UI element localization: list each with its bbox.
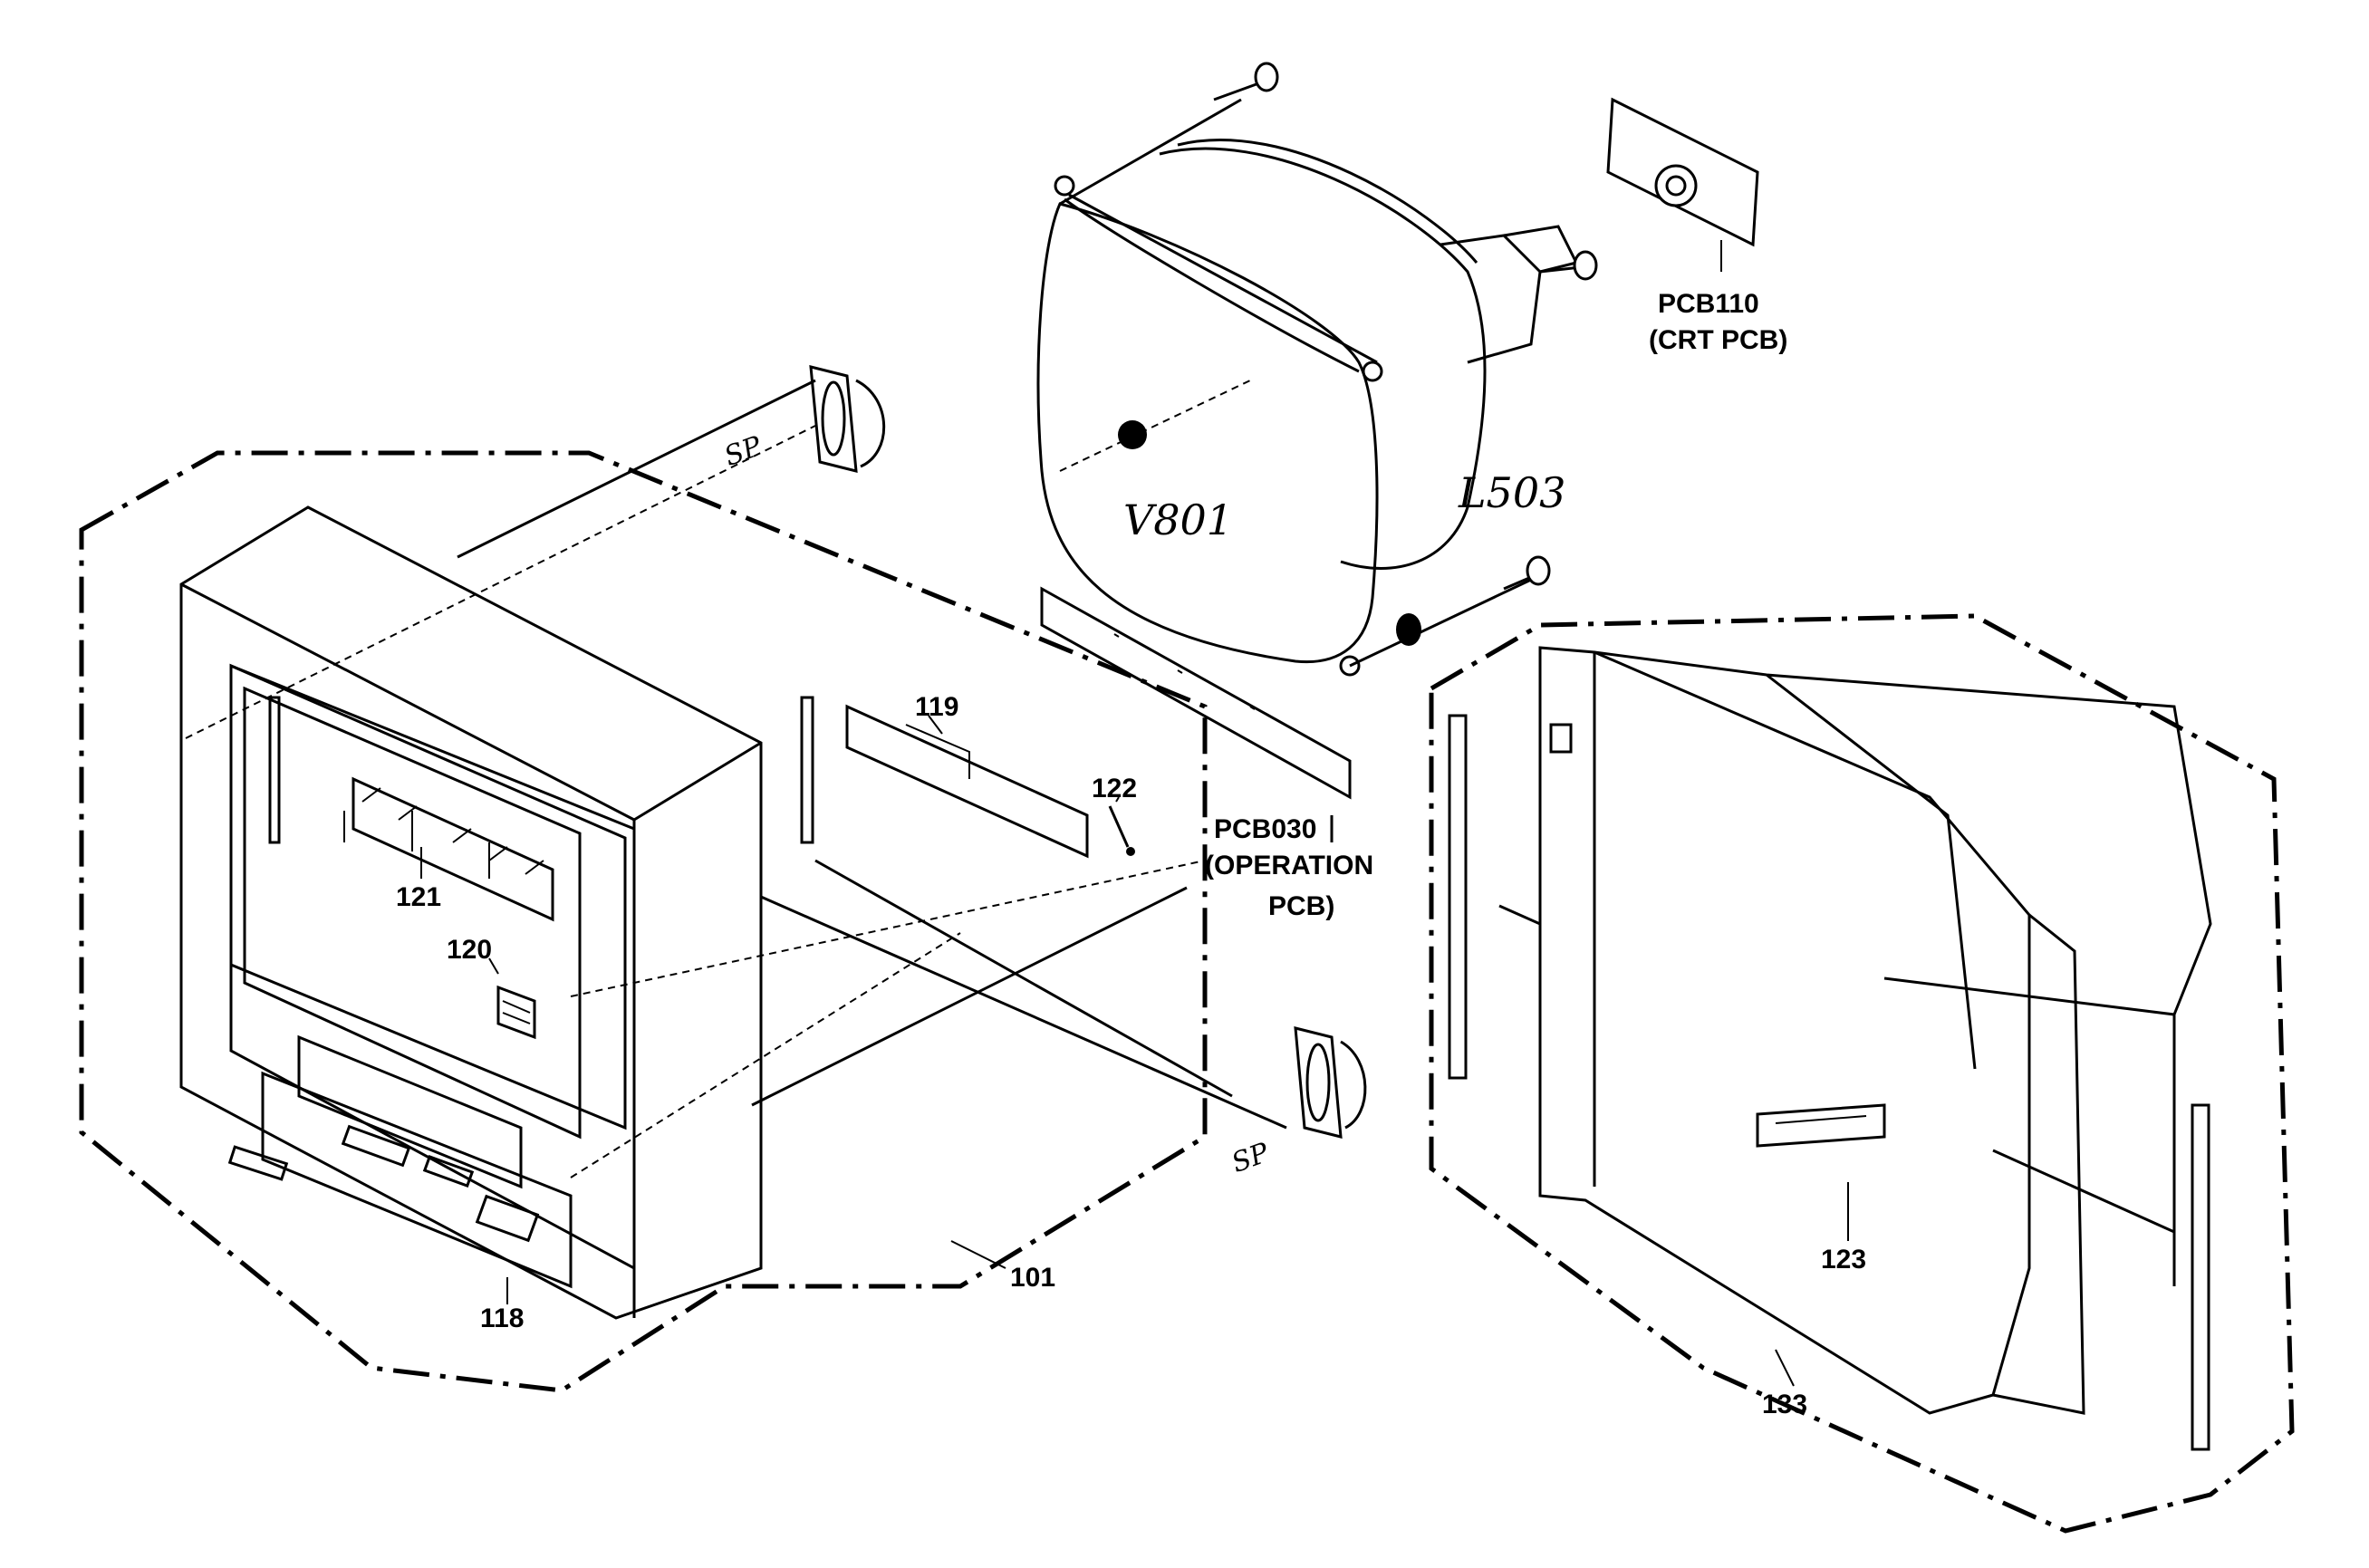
part-121-bracket (343, 776, 554, 922)
speaker-top (809, 365, 886, 473)
label-l503: L503 (1458, 468, 1565, 517)
crt-pcb-board (1606, 97, 1759, 272)
speaker-bottom (1294, 1026, 1367, 1139)
label-v801: V801 (1123, 495, 1233, 544)
label-101: 101 (1010, 1263, 1055, 1293)
front-cabinet (179, 505, 763, 1320)
label-121: 121 (396, 882, 441, 912)
label-pcb030: PCB030 (1214, 814, 1316, 844)
operation-pcb-board (1040, 586, 1352, 800)
crt-tube (1036, 139, 1579, 677)
label-120: 120 (447, 935, 492, 965)
label-pcb110-desc: (CRT PCB) (1649, 325, 1787, 355)
rear-cabinet (1448, 646, 2212, 1451)
assembly-lines (185, 98, 2175, 1234)
rear-cabinet-group-outline (1429, 613, 2295, 1534)
label-sp-bottom: SP (1228, 1137, 1274, 1179)
part-122-screw (1108, 805, 1135, 856)
label-118: 118 (480, 1303, 524, 1333)
label-119: 119 (915, 692, 958, 722)
label-leaders (420, 715, 1849, 1387)
label-pcb110: PCB110 (1658, 289, 1759, 319)
label-pcb030-desc1: (OPERATION (1205, 851, 1373, 880)
part-120-component (496, 985, 536, 1040)
front-cabinet-group-outline (79, 450, 1208, 1393)
crt-screws (1213, 62, 1598, 646)
label-pcb030-desc2: PCB) (1268, 891, 1334, 921)
label-sp-top: SP (720, 430, 766, 473)
label-123: 123 (1821, 1245, 1866, 1275)
label-122: 122 (1092, 774, 1137, 803)
label-133: 133 (1762, 1390, 1807, 1419)
part-119-bar (800, 696, 1089, 859)
